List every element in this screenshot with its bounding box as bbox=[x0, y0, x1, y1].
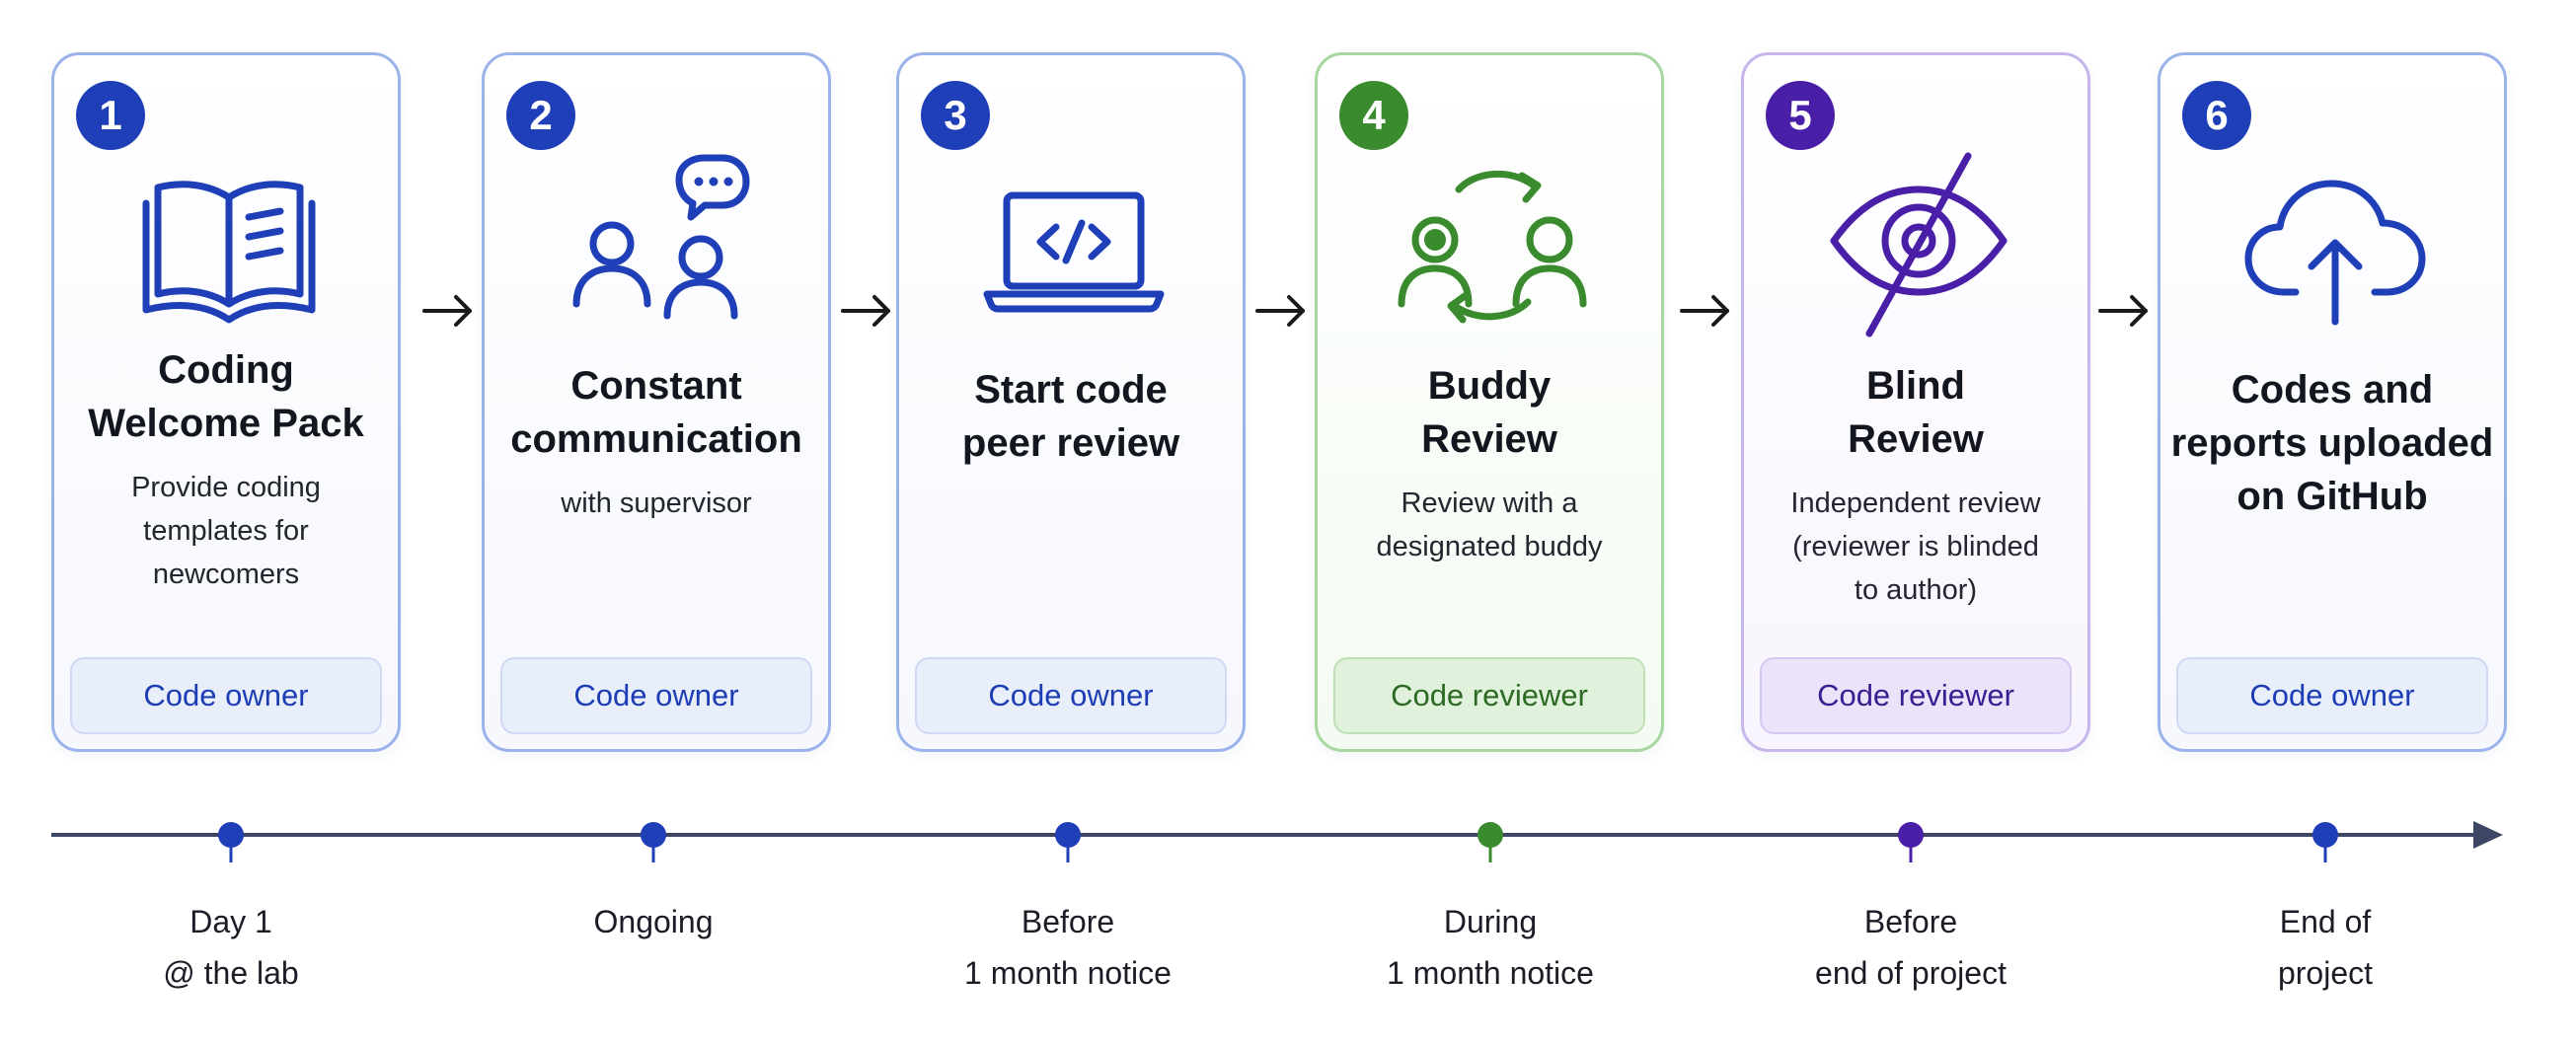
step-title: Blind Review bbox=[1848, 364, 1984, 461]
step-card-4: 4 Buddy Review Review with a designated … bbox=[1315, 52, 1664, 752]
step-card-1: 1 Coding Welcome Pack Provide coding tem… bbox=[51, 52, 401, 752]
timeline-axis bbox=[51, 821, 2503, 862]
right-arrow-icon bbox=[841, 295, 890, 327]
timeline-label: Before end of project bbox=[1815, 904, 2007, 991]
step-title: Codes and reports uploaded on GitHub bbox=[2170, 368, 2494, 518]
role-badge: Code owner bbox=[915, 657, 1227, 734]
timeline-label: Day 1 @ the lab bbox=[163, 904, 299, 991]
step-card-3: 3 Start code peer review Code owner bbox=[896, 52, 1246, 752]
laptop-code-icon bbox=[983, 191, 1165, 313]
step-title: Coding Welcome Pack bbox=[88, 348, 364, 445]
step-text: Coding Welcome Pack Provide coding templ… bbox=[64, 343, 388, 596]
step-number-badge: 4 bbox=[1339, 81, 1408, 150]
eye-slash-icon bbox=[1830, 152, 2008, 337]
timeline-marker bbox=[641, 822, 666, 848]
step-number-badge: 5 bbox=[1766, 81, 1835, 150]
step-number-badge: 1 bbox=[76, 81, 145, 150]
cloud-upload-icon bbox=[2244, 180, 2426, 326]
step-title: Buddy Review bbox=[1421, 364, 1557, 461]
timeline-label: End of project bbox=[2277, 904, 2374, 991]
step-card-2: 2 Constant communication with supervisor… bbox=[482, 52, 831, 752]
role-badge: Code owner bbox=[500, 657, 812, 734]
step-text: Codes and reports uploaded on GitHub bbox=[2170, 363, 2494, 523]
step-number-badge: 2 bbox=[506, 81, 575, 150]
timeline-label: Ongoing bbox=[593, 904, 714, 939]
right-arrow-icon bbox=[422, 295, 472, 327]
timeline-arrowhead bbox=[2473, 821, 2503, 849]
timeline-marker bbox=[218, 822, 244, 848]
step-text: Blind Review Independent review (reviewe… bbox=[1754, 359, 2078, 612]
step-description: Review with a designated buddy bbox=[1376, 487, 1603, 562]
step-card-6: 6 Codes and reports uploaded on GitHub C… bbox=[2158, 52, 2507, 752]
step-number-badge: 3 bbox=[921, 81, 990, 150]
right-arrow-icon bbox=[2098, 295, 2148, 327]
step-card-5: 5 Blind Review Independent review (revie… bbox=[1741, 52, 2090, 752]
timeline-marker bbox=[2312, 822, 2338, 848]
step-description: with supervisor bbox=[561, 487, 752, 519]
timeline-label: During 1 month notice bbox=[1387, 904, 1594, 991]
timeline-marker bbox=[1477, 822, 1503, 848]
timeline-marker bbox=[1898, 822, 1924, 848]
step-text: Buddy Review Review with a designated bu… bbox=[1327, 359, 1651, 568]
open-book-icon bbox=[142, 181, 316, 324]
timeline-marker bbox=[1055, 822, 1081, 848]
step-title: Start code peer review bbox=[961, 368, 1180, 465]
step-text: Start code peer review bbox=[909, 363, 1233, 470]
step-description: Independent review (reviewer is blinded … bbox=[1790, 487, 2041, 606]
timeline-label: Before 1 month notice bbox=[964, 904, 1172, 991]
buddy-exchange-icon bbox=[1398, 170, 1587, 324]
role-badge: Code reviewer bbox=[1333, 657, 1645, 734]
step-number-badge: 6 bbox=[2182, 81, 2251, 150]
people-chat-icon bbox=[572, 154, 750, 320]
right-arrow-icon bbox=[1680, 295, 1729, 327]
step-description: Provide coding templates for newcomers bbox=[131, 472, 321, 590]
step-title: Constant communication bbox=[510, 364, 802, 461]
role-badge: Code reviewer bbox=[1760, 657, 2072, 734]
step-text: Constant communication with supervisor bbox=[494, 359, 818, 525]
role-badge: Code owner bbox=[70, 657, 382, 734]
role-badge: Code owner bbox=[2176, 657, 2488, 734]
right-arrow-icon bbox=[1255, 295, 1305, 327]
